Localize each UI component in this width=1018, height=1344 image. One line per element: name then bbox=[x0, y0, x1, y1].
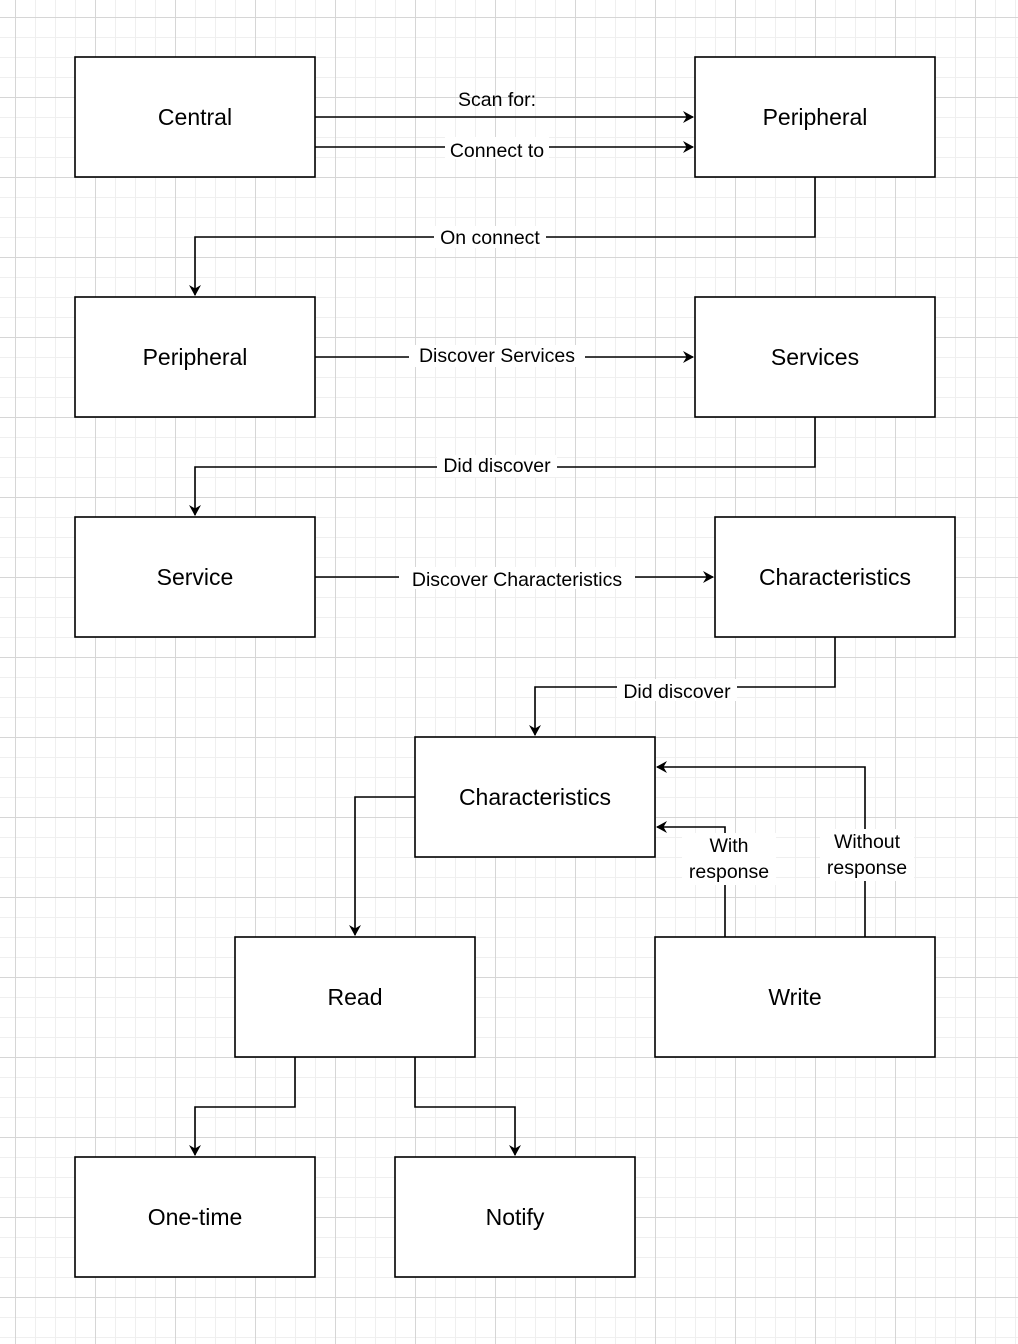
edge-did-discover-characteristics: Did discover bbox=[529, 637, 836, 736]
edge-label-without-response-line1: Without bbox=[834, 831, 901, 853]
node-label-peripheral-top: Peripheral bbox=[763, 104, 868, 130]
edge-label-without-response-line2: response bbox=[827, 857, 907, 879]
node-characteristics: Characteristics bbox=[414, 736, 656, 858]
edge-label-with-response-line1: With bbox=[710, 835, 749, 857]
node-services: Services bbox=[694, 296, 936, 418]
node-read: Read bbox=[234, 936, 476, 1058]
node-notify: Notify bbox=[394, 1156, 636, 1278]
node-label-services: Services bbox=[771, 344, 859, 370]
edge-did-discover-services: Did discover bbox=[189, 417, 816, 516]
edge-characteristics-to-read bbox=[349, 796, 415, 936]
node-label-service: Service bbox=[157, 564, 234, 590]
edge-write-with-response: With response bbox=[656, 821, 776, 937]
node-label-one-time: One-time bbox=[148, 1204, 243, 1230]
edge-label-on-connect: On connect bbox=[440, 227, 540, 249]
node-label-central: Central bbox=[158, 104, 232, 130]
edge-connect-to: Connect to bbox=[315, 137, 694, 162]
edge-label-connect-to: Connect to bbox=[450, 140, 544, 162]
node-label-characteristics-top: Characteristics bbox=[759, 564, 911, 590]
edge-label-discover-services: Discover Services bbox=[419, 345, 575, 367]
edge-write-without-response: Without response bbox=[656, 761, 914, 937]
edge-label-with-response-line2: response bbox=[689, 861, 769, 883]
node-label-characteristics: Characteristics bbox=[459, 784, 611, 810]
edge-label-scan-for: Scan for: bbox=[458, 89, 536, 111]
edge-label-did-discover-services: Did discover bbox=[443, 455, 551, 477]
node-label-peripheral: Peripheral bbox=[143, 344, 248, 370]
edge-scan-for: Scan for: bbox=[315, 89, 694, 123]
node-label-notify: Notify bbox=[486, 1204, 545, 1230]
node-peripheral-top: Peripheral bbox=[694, 56, 936, 178]
edge-label-discover-characteristics: Discover Characteristics bbox=[412, 569, 622, 591]
node-label-write: Write bbox=[768, 984, 821, 1010]
edge-discover-characteristics: Discover Characteristics bbox=[315, 567, 714, 591]
edge-discover-services: Discover Services bbox=[315, 345, 694, 367]
edge-read-to-one-time bbox=[189, 1057, 296, 1156]
edge-read-to-notify bbox=[414, 1057, 521, 1156]
edge-on-connect: On connect bbox=[189, 177, 816, 296]
node-service: Service bbox=[74, 516, 316, 638]
edge-label-did-discover-characteristics: Did discover bbox=[623, 681, 731, 703]
node-write: Write bbox=[654, 936, 936, 1058]
node-central: Central bbox=[74, 56, 316, 178]
node-characteristics-top: Characteristics bbox=[714, 516, 956, 638]
node-peripheral: Peripheral bbox=[74, 296, 316, 418]
node-label-read: Read bbox=[328, 984, 383, 1010]
node-one-time: One-time bbox=[74, 1156, 316, 1278]
